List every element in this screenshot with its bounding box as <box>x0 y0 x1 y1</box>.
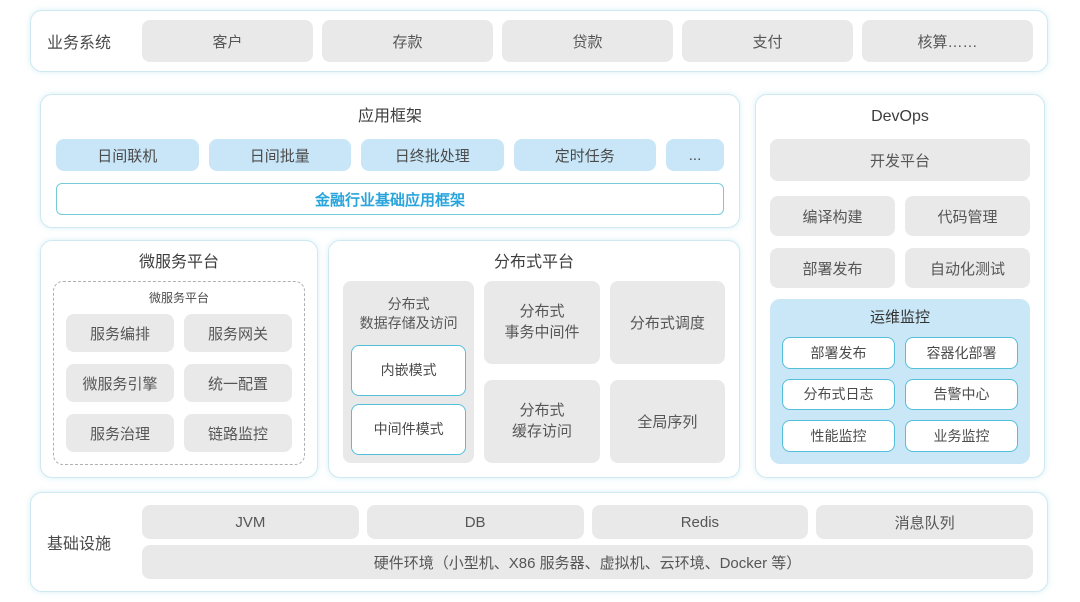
dist-item-scheduling: 分布式调度 <box>609 281 725 364</box>
ops-monitor-title: 运维监控 <box>869 309 930 326</box>
storage-mode-embedded: 内嵌模式 <box>351 344 467 396</box>
business-item-payment: 支付 <box>682 20 853 62</box>
infra-item-jvm: JVM <box>142 505 359 539</box>
infra-item-db: DB <box>366 505 584 539</box>
distributed-col-3: 分布式调度 全局序列 <box>609 281 725 463</box>
distributed-col-2: 分布式 事务中间件 分布式 缓存访问 <box>484 281 600 463</box>
ops-monitor-panel: 运维监控 部署发布 容器化部署 分布式日志 告警中心 性能监控 业务监控 <box>770 299 1030 464</box>
infrastructure-row: JVM DB Redis 消息队列 <box>142 505 1033 539</box>
microservices-inner-title: 微服务平台 <box>148 291 209 305</box>
storage-mode-middleware: 中间件模式 <box>351 403 467 455</box>
appfw-item-daytime-online: 日间联机 <box>56 139 199 171</box>
ops-monitor-grid: 部署发布 容器化部署 分布式日志 告警中心 性能监控 业务监控 <box>782 337 1018 452</box>
appfw-item-more: ... <box>666 139 724 171</box>
distributed-storage-box: 分布式 数据存储及访问 内嵌模式 中间件模式 <box>343 281 475 463</box>
business-systems-label: 业务系统 <box>47 35 112 52</box>
dist-item-transaction-middleware: 分布式 事务中间件 <box>484 281 600 364</box>
appfw-item-scheduled-task: 定时任务 <box>513 139 656 171</box>
devops-panel: DevOps 开发平台 编译构建 代码管理 部署发布 自动化测试 运维监控 部署… <box>755 94 1045 478</box>
micro-item-config: 统一配置 <box>184 364 292 402</box>
microservices-panel: 微服务平台 微服务平台 服务编排 服务网关 微服务引擎 统一配置 服务治理 链路… <box>40 240 318 478</box>
ops-item-distributed-log: 分布式日志 <box>782 378 895 411</box>
business-item-customer: 客户 <box>142 20 313 62</box>
microservices-grid: 服务编排 服务网关 微服务引擎 统一配置 服务治理 链路监控 <box>66 314 292 452</box>
infrastructure-label: 基础设施 <box>47 536 112 553</box>
appfw-item-eod-batch: 日终批处理 <box>361 139 504 171</box>
distributed-panel: 分布式平台 分布式 数据存储及访问 内嵌模式 中间件模式 分布式 事务中间件 分… <box>328 240 740 478</box>
app-framework-title: 应用框架 <box>357 108 422 125</box>
distributed-content: 分布式 数据存储及访问 内嵌模式 中间件模式 分布式 事务中间件 分布式 缓存访… <box>343 281 725 463</box>
dist-item-cache-access: 分布式 缓存访问 <box>484 380 600 463</box>
ops-item-deploy-release: 部署发布 <box>782 337 895 369</box>
dist-item-global-sequence: 全局序列 <box>609 380 725 463</box>
ops-item-alert-center: 告警中心 <box>905 378 1018 411</box>
base-framework-box: 金融行业基础应用框架 <box>56 183 724 215</box>
distributed-title: 分布式平台 <box>493 254 574 271</box>
devops-dev-platform: 开发平台 <box>770 139 1030 181</box>
ops-item-container-deploy: 容器化部署 <box>905 337 1018 369</box>
business-item-deposit: 存款 <box>322 20 493 62</box>
micro-item-orchestration: 服务编排 <box>66 314 174 352</box>
infrastructure-panel: 基础设施 JVM DB Redis 消息队列 硬件环境（小型机、X86 服务器、… <box>30 492 1048 592</box>
microservices-title: 微服务平台 <box>138 254 219 271</box>
devops-item-build: 编译构建 <box>770 196 895 236</box>
infra-item-mq: 消息队列 <box>816 505 1033 539</box>
business-systems-panel: 业务系统 客户 存款 贷款 支付 核算…… <box>30 10 1048 72</box>
micro-item-tracing: 链路监控 <box>184 414 292 452</box>
distributed-storage-label: 分布式 数据存储及访问 <box>359 296 458 331</box>
app-framework-panel: 应用框架 日间联机 日间批量 日终批处理 定时任务 ... 金融行业基础应用框架 <box>40 94 740 228</box>
micro-item-gateway: 服务网关 <box>184 314 292 352</box>
devops-title: DevOps <box>871 108 929 125</box>
devops-grid: 编译构建 代码管理 部署发布 自动化测试 <box>770 196 1030 288</box>
ops-item-perf-monitor: 性能监控 <box>782 420 895 452</box>
devops-item-deploy: 部署发布 <box>770 248 895 288</box>
infra-item-redis: Redis <box>591 505 809 539</box>
hardware-environment-box: 硬件环境（小型机、X86 服务器、虚拟机、云环境、Docker 等） <box>142 545 1033 579</box>
ops-item-business-monitor: 业务监控 <box>905 420 1018 452</box>
infrastructure-content: JVM DB Redis 消息队列 硬件环境（小型机、X86 服务器、虚拟机、云… <box>142 505 1033 579</box>
appfw-item-daytime-batch: 日间批量 <box>208 139 351 171</box>
app-framework-row: 日间联机 日间批量 日终批处理 定时任务 ... <box>56 139 724 171</box>
micro-item-engine: 微服务引擎 <box>66 364 174 402</box>
business-item-accounting: 核算…… <box>862 20 1033 62</box>
business-item-loan: 贷款 <box>502 20 673 62</box>
micro-item-governance: 服务治理 <box>66 414 174 452</box>
devops-item-auto-test: 自动化测试 <box>905 248 1030 288</box>
devops-item-code-mgmt: 代码管理 <box>905 196 1030 236</box>
microservices-inner-box: 微服务平台 服务编排 服务网关 微服务引擎 统一配置 服务治理 链路监控 <box>53 281 305 465</box>
